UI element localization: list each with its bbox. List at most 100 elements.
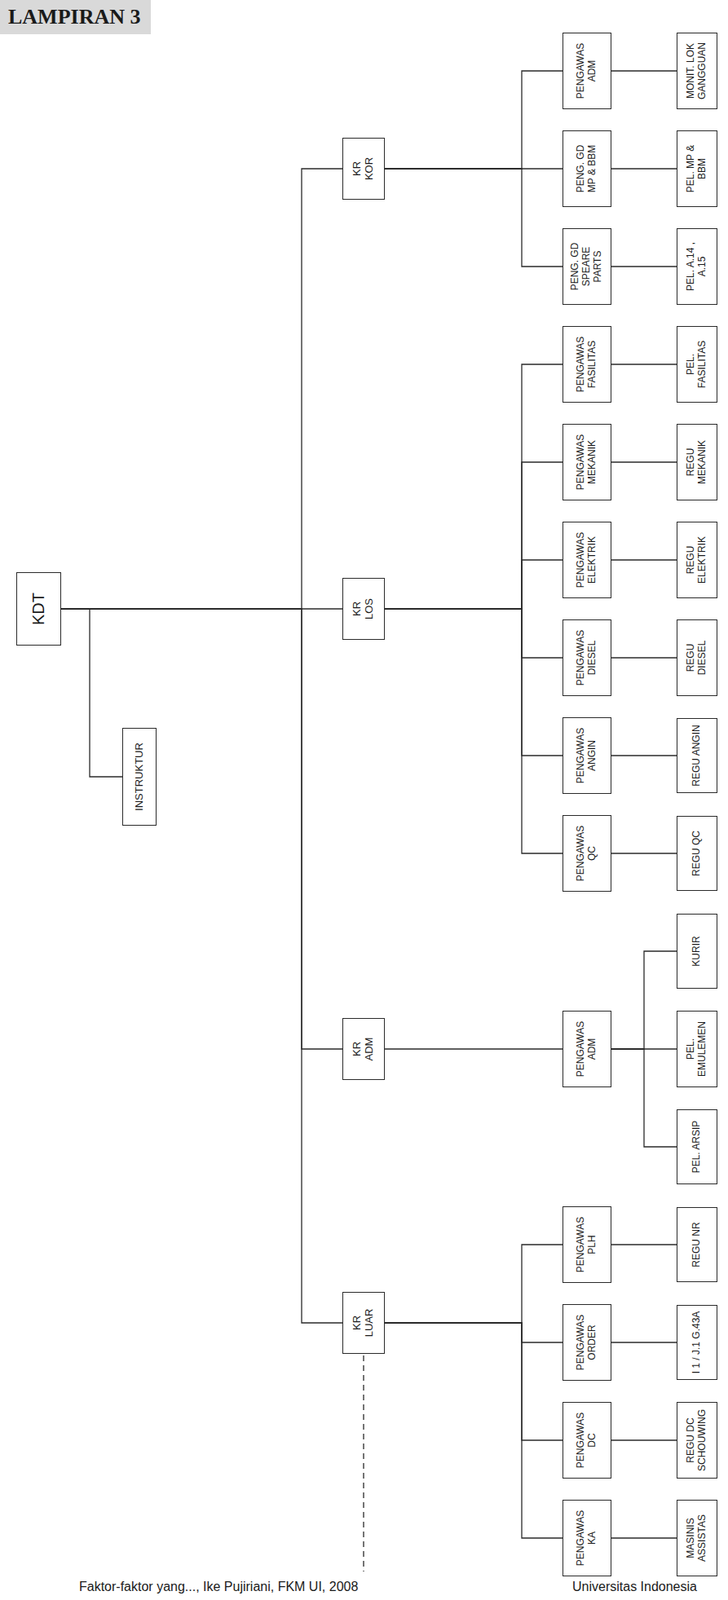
org-connector	[384, 70, 563, 169]
supervisor-box: PENGAWAS FASILITAS	[562, 326, 612, 403]
unit-box: PEL. FASILITAS	[676, 326, 718, 403]
unit-box: REGU MEKANIK	[676, 423, 718, 501]
box-label: PENGAWAS ADM	[575, 38, 599, 104]
org-connector	[611, 852, 677, 854]
footer-note: Universitas Indonesia	[570, 1579, 699, 1595]
box-label: MASINIS ASSISTAS	[685, 1505, 709, 1571]
org-connector	[384, 1323, 563, 1539]
supervisor-box: PENG. GD SPEARE PARTS	[562, 228, 612, 305]
org-connector	[384, 168, 563, 267]
unit-box: PEL. MP & BBM	[676, 130, 718, 208]
org-connector	[611, 167, 677, 169]
box-label: PENGAWAS ANGIN	[575, 723, 599, 789]
org-connector	[384, 364, 563, 609]
box-label: PEL. A.14 , A.15	[685, 233, 709, 300]
box-label: REGU ANGIN	[691, 724, 703, 786]
box-label: PEL. MP & BBM	[685, 136, 709, 202]
box-label: PENG. GD MP & BBM	[575, 136, 599, 202]
unit-box: MASINIS ASSISTAS	[676, 1500, 718, 1577]
org-connector	[384, 1048, 563, 1050]
head-box: KDT	[16, 572, 62, 646]
supervisor-box: PENGAWAS DC	[562, 1402, 612, 1479]
org-connector	[611, 1537, 677, 1539]
org-connector	[384, 608, 563, 854]
org-connector	[61, 168, 343, 609]
org-connector	[611, 1341, 677, 1343]
box-label: PEL. FASILITAS	[685, 331, 709, 398]
box-label: MONIT. LOK GANGGUAN	[685, 38, 709, 104]
section-box: KR LOS	[342, 577, 385, 640]
box-label: PEL. EMULEMEN	[685, 1016, 709, 1082]
unit-box: KURIR	[676, 913, 718, 989]
box-label: PENGAWAS ORDER	[575, 1310, 599, 1376]
box-label: PENG. GD SPEARE PARTS	[569, 233, 604, 300]
org-connector	[611, 363, 677, 365]
org-connector	[611, 461, 677, 463]
box-label: PENGAWAS ADM	[575, 1016, 599, 1082]
unit-box: PEL. A.14 , A.15	[676, 228, 718, 305]
box-label: REGU ELEKTRIK	[685, 527, 709, 593]
org-connector	[611, 754, 677, 756]
org-connector	[611, 1049, 677, 1148]
box-label: KR ADM	[351, 1032, 376, 1066]
box-label: PENGAWAS KA	[575, 1505, 599, 1571]
org-connector	[384, 462, 563, 609]
org-connector	[61, 608, 343, 1324]
box-label: INSTRUKTUR	[133, 742, 146, 812]
unit-box: PEL. ARSIP	[676, 1109, 718, 1185]
section-box: KR KOR	[342, 137, 385, 200]
unit-box: PEL. EMULEMEN	[676, 1010, 718, 1088]
box-label: PENGAWAS PLH	[575, 1212, 599, 1278]
org-connector	[611, 265, 677, 267]
section-box: KR LUAR	[342, 1292, 385, 1355]
appendix-heading: LAMPIRAN 3	[0, 0, 151, 35]
unit-box: MONIT. LOK GANGGUAN	[676, 32, 718, 110]
supervisor-box: PENGAWAS PLH	[562, 1206, 612, 1284]
org-connector	[384, 608, 563, 658]
box-label: REGU DC SCHOUWING	[685, 1407, 709, 1474]
org-connector	[611, 1244, 677, 1245]
box-label: PEL. ARSIP	[691, 1120, 703, 1174]
org-connector	[611, 559, 677, 561]
org-connector	[384, 1323, 563, 1343]
box-label: KR KOR	[351, 152, 376, 186]
org-connector	[61, 608, 343, 1050]
box-label: KDT	[29, 592, 49, 626]
org-connector	[384, 1323, 563, 1441]
box-label: REGU MEKANIK	[685, 429, 709, 495]
box-label: I 1 / J.1 G.43A	[691, 1311, 703, 1375]
section-box: KR ADM	[342, 1018, 385, 1081]
unit-box: REGU ANGIN	[676, 718, 718, 794]
box-label: REGU QC	[691, 830, 703, 877]
supervisor-box: PENGAWAS ANGIN	[562, 717, 612, 795]
box-label: PENGAWAS QC	[575, 820, 599, 887]
dashed-line	[362, 1355, 364, 1572]
org-connector	[384, 608, 563, 756]
org-connector	[611, 951, 677, 1050]
box-label: KURIR	[691, 935, 703, 967]
org-connector	[611, 70, 677, 71]
box-label: PENGAWAS DC	[575, 1407, 599, 1474]
supervisor-box: PENGAWAS ELEKTRIK	[562, 521, 612, 599]
unit-box: REGU QC	[676, 816, 718, 892]
box-label: KR LUAR	[351, 1306, 376, 1340]
org-connector	[61, 608, 123, 777]
org-connector	[384, 1244, 563, 1324]
box-label: KR LOS	[351, 592, 376, 626]
box-label: REGU DIESEL	[685, 625, 709, 691]
box-label: PENGAWAS DIESEL	[575, 625, 599, 691]
unit-box: REGU ELEKTRIK	[676, 521, 718, 599]
unit-box: REGU DC SCHOUWING	[676, 1402, 718, 1479]
unit-box: REGU DIESEL	[676, 619, 718, 697]
box-label: PENGAWAS FASILITAS	[575, 331, 599, 398]
supervisor-box: PENGAWAS ADM	[562, 1010, 612, 1088]
supervisor-box: PENGAWAS ADM	[562, 32, 612, 110]
supervisor-box: PENG. GD MP & BBM	[562, 130, 612, 208]
supervisor-box: PENGAWAS ORDER	[562, 1304, 612, 1381]
box-label: PENGAWAS MEKANIK	[575, 429, 599, 495]
supervisor-box: PENGAWAS QC	[562, 815, 612, 892]
unit-box: I 1 / J.1 G.43A	[676, 1305, 718, 1381]
